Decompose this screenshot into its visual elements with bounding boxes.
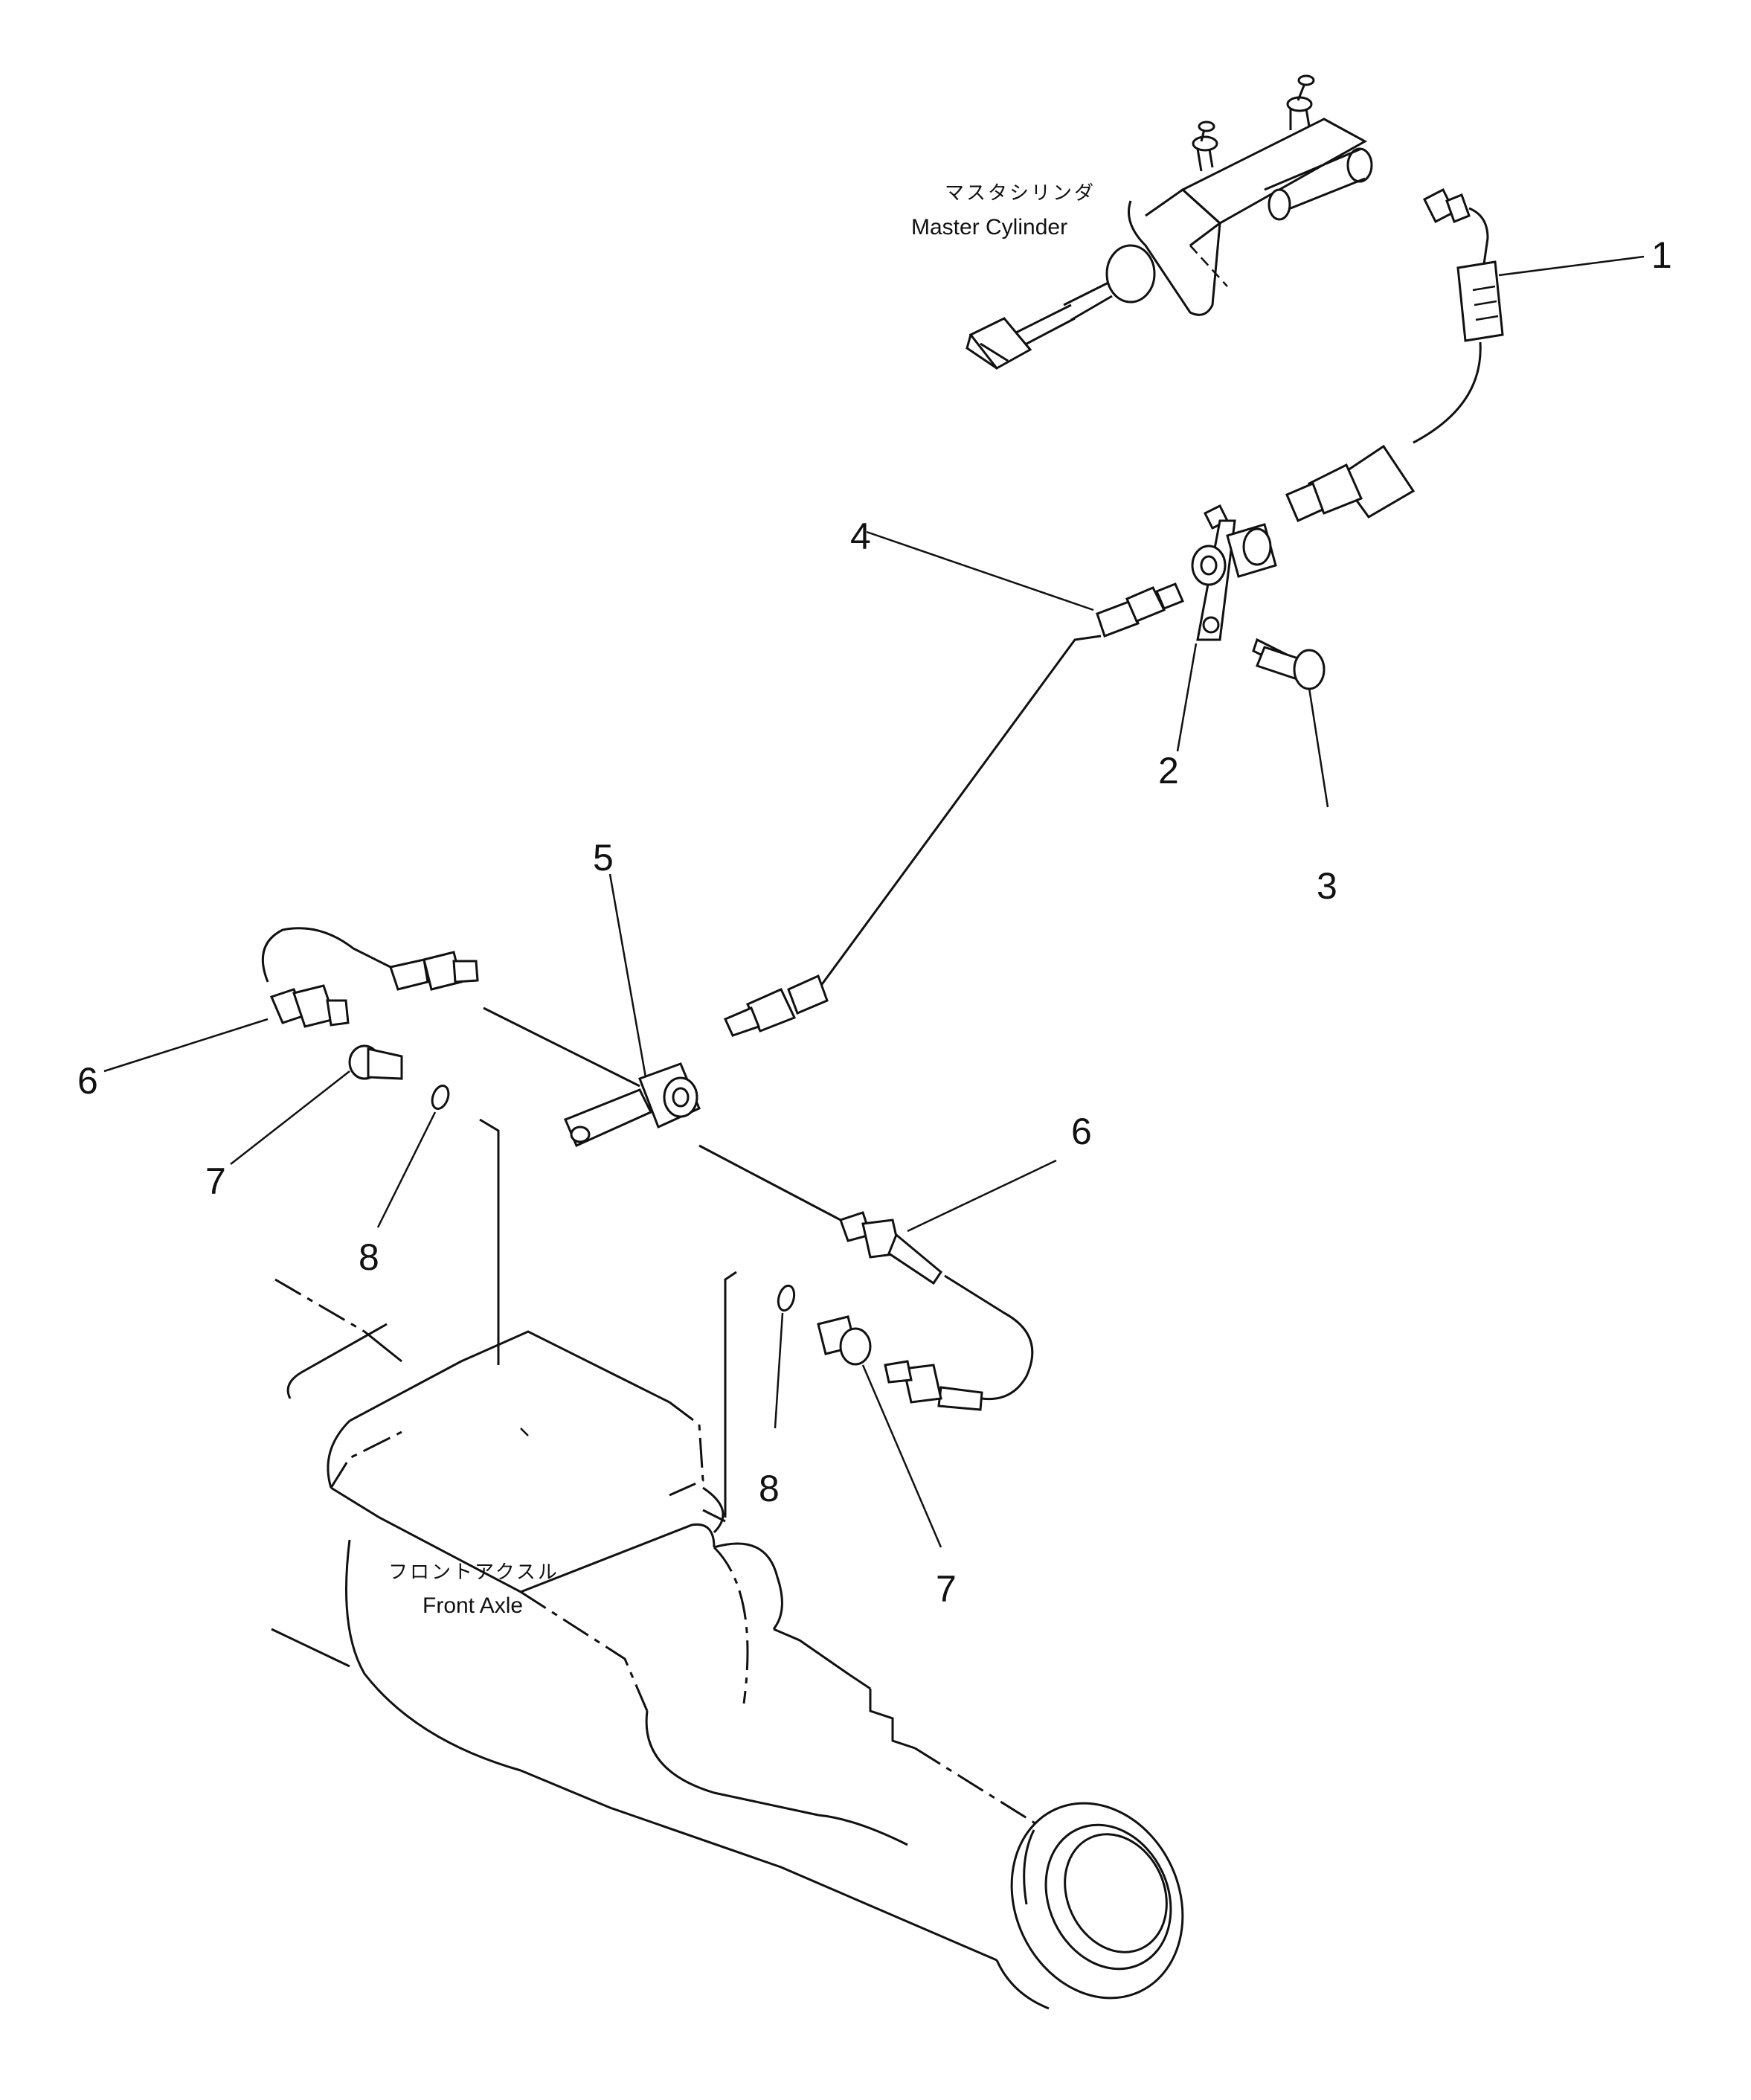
brake-tube — [817, 582, 1184, 990]
master-cylinder-label: Master Cylinder — [911, 215, 1067, 240]
callout-5: 5 — [593, 837, 614, 879]
callout-3: 3 — [1317, 865, 1337, 907]
leader-lines — [103, 255, 1645, 1548]
brake-hose — [1285, 187, 1504, 522]
front-axle — [271, 1278, 1184, 2010]
bolt — [1252, 638, 1326, 690]
bracket — [1191, 504, 1277, 641]
callout-6-right: 6 — [1071, 1111, 1092, 1152]
front-axle-jp-label: フロントアクスル — [388, 1561, 559, 1583]
master-cylinder-jp-label: マスタシリンダ — [945, 182, 1096, 204]
left-brake-line — [261, 927, 640, 1365]
front-axle-label: Front Axle — [423, 1593, 523, 1618]
callout-2: 2 — [1158, 750, 1179, 791]
callout-8-right: 8 — [759, 1468, 780, 1509]
callout-7-right: 7 — [936, 1568, 957, 1610]
callout-7-left: 7 — [205, 1160, 226, 1202]
junction-block — [564, 1062, 701, 1147]
callout-6-left: 6 — [77, 1060, 98, 1102]
callout-1: 1 — [1651, 234, 1672, 276]
callout-8-left: 8 — [359, 1236, 379, 1278]
callout-4: 4 — [850, 516, 871, 557]
connector-fittings-upper — [724, 974, 829, 1037]
master-cylinder — [966, 74, 1373, 370]
right-brake-line — [698, 1144, 1034, 1518]
